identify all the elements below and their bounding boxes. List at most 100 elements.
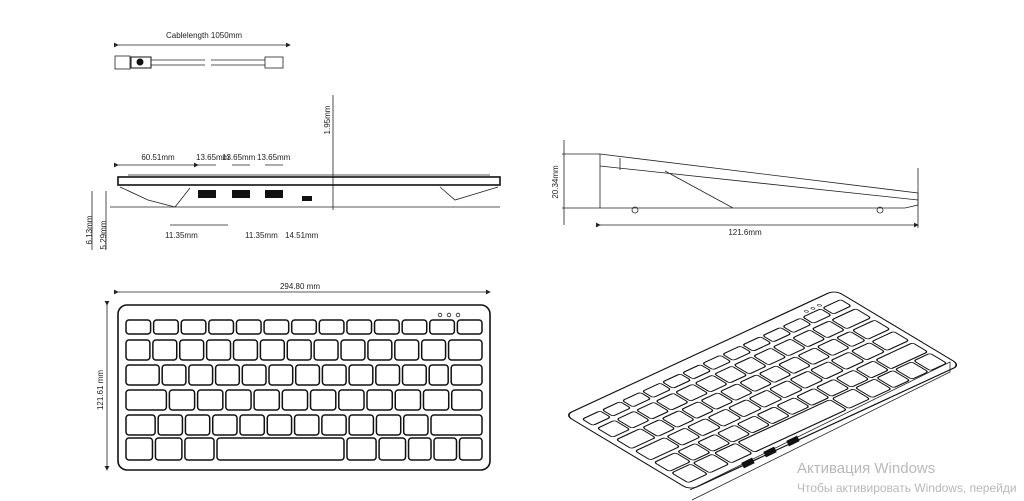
- key: [836, 370, 869, 388]
- key: [152, 339, 178, 361]
- key: [180, 319, 207, 335]
- key: [672, 464, 707, 483]
- key: [188, 364, 214, 386]
- key: [749, 390, 782, 408]
- key: [872, 331, 909, 351]
- key: [450, 364, 483, 386]
- key: [687, 418, 721, 436]
- key: [681, 401, 714, 419]
- key: [823, 299, 851, 314]
- key: [125, 437, 154, 461]
- key: [757, 406, 790, 424]
- key: [225, 389, 252, 411]
- key: [717, 425, 750, 443]
- key: [214, 364, 241, 386]
- key: [318, 319, 345, 335]
- key: [294, 364, 321, 386]
- key: [622, 392, 651, 407]
- key: [407, 437, 432, 461]
- key: [852, 320, 890, 340]
- key: [895, 362, 928, 380]
- key: [239, 414, 266, 436]
- key: [635, 437, 680, 460]
- key: [738, 399, 847, 453]
- key: [737, 416, 770, 433]
- top-view: 294.80 mm 121.61 mm: [96, 282, 491, 471]
- key: [678, 443, 710, 461]
- key: [856, 361, 889, 378]
- key: [783, 318, 811, 333]
- key: [458, 437, 483, 461]
- gap-label: 11.35mm: [245, 231, 278, 240]
- key: [810, 361, 844, 379]
- key: [642, 383, 671, 398]
- key: [367, 339, 393, 361]
- key: [832, 308, 871, 329]
- key: [693, 454, 729, 473]
- key: [338, 389, 365, 411]
- key: [366, 389, 393, 411]
- depth-label: 121.6mm: [728, 228, 762, 237]
- key: [125, 319, 152, 335]
- indicator-led-icon: [446, 312, 452, 318]
- cable-length-label: Cablelength 1050mm: [166, 31, 242, 40]
- key: [876, 342, 928, 369]
- key: [125, 364, 160, 386]
- key: [720, 383, 752, 401]
- key: [205, 339, 232, 361]
- key: [616, 428, 656, 449]
- key: [290, 319, 318, 335]
- key: [697, 434, 730, 452]
- key: [266, 414, 293, 436]
- key: [777, 397, 809, 415]
- key: [877, 370, 910, 388]
- key: [348, 414, 375, 436]
- key: [259, 339, 286, 361]
- key: [803, 309, 831, 324]
- key: [714, 443, 752, 463]
- key: [855, 379, 891, 398]
- key: [184, 414, 211, 436]
- key: [743, 336, 771, 352]
- key: [346, 437, 377, 461]
- key: [402, 414, 429, 436]
- keyboard-body: [117, 304, 491, 471]
- key: [753, 348, 786, 365]
- key: [831, 352, 864, 370]
- key: [196, 389, 224, 411]
- key: [759, 365, 791, 383]
- key: [447, 339, 483, 361]
- key: [769, 380, 803, 398]
- front-view: 1.95mm 60.51mm 13.65mm 13.65mm 13.65mm 1…: [85, 95, 501, 250]
- key: [636, 402, 669, 420]
- port-width-label: 13.65mm: [257, 153, 291, 162]
- height-label: 5.29mm: [99, 220, 108, 249]
- key: [654, 452, 690, 472]
- key: [798, 347, 830, 365]
- key: [790, 371, 823, 389]
- key: [125, 339, 151, 361]
- width-label: 294.80 mm: [280, 282, 320, 291]
- key: [656, 393, 688, 410]
- key: [253, 389, 281, 411]
- key: [125, 389, 168, 411]
- cable-drawing: Cablelength 1050mm: [114, 31, 291, 70]
- key: [450, 389, 483, 411]
- key: [714, 366, 747, 383]
- key: [340, 339, 366, 361]
- indicator-led-icon: [455, 312, 461, 318]
- key: [232, 339, 259, 361]
- key: [702, 355, 731, 370]
- gap-label: 14.51mm: [285, 231, 319, 240]
- key: [263, 319, 290, 335]
- key: [796, 388, 829, 406]
- key: [662, 410, 694, 428]
- key: [778, 356, 811, 374]
- key: [161, 364, 187, 386]
- key: [851, 342, 885, 360]
- height-label: 1.95mm: [323, 105, 332, 134]
- activation-watermark-title: Активация Windows: [797, 460, 936, 477]
- key: [378, 437, 407, 461]
- port-width-label: 13.65mm: [196, 153, 230, 162]
